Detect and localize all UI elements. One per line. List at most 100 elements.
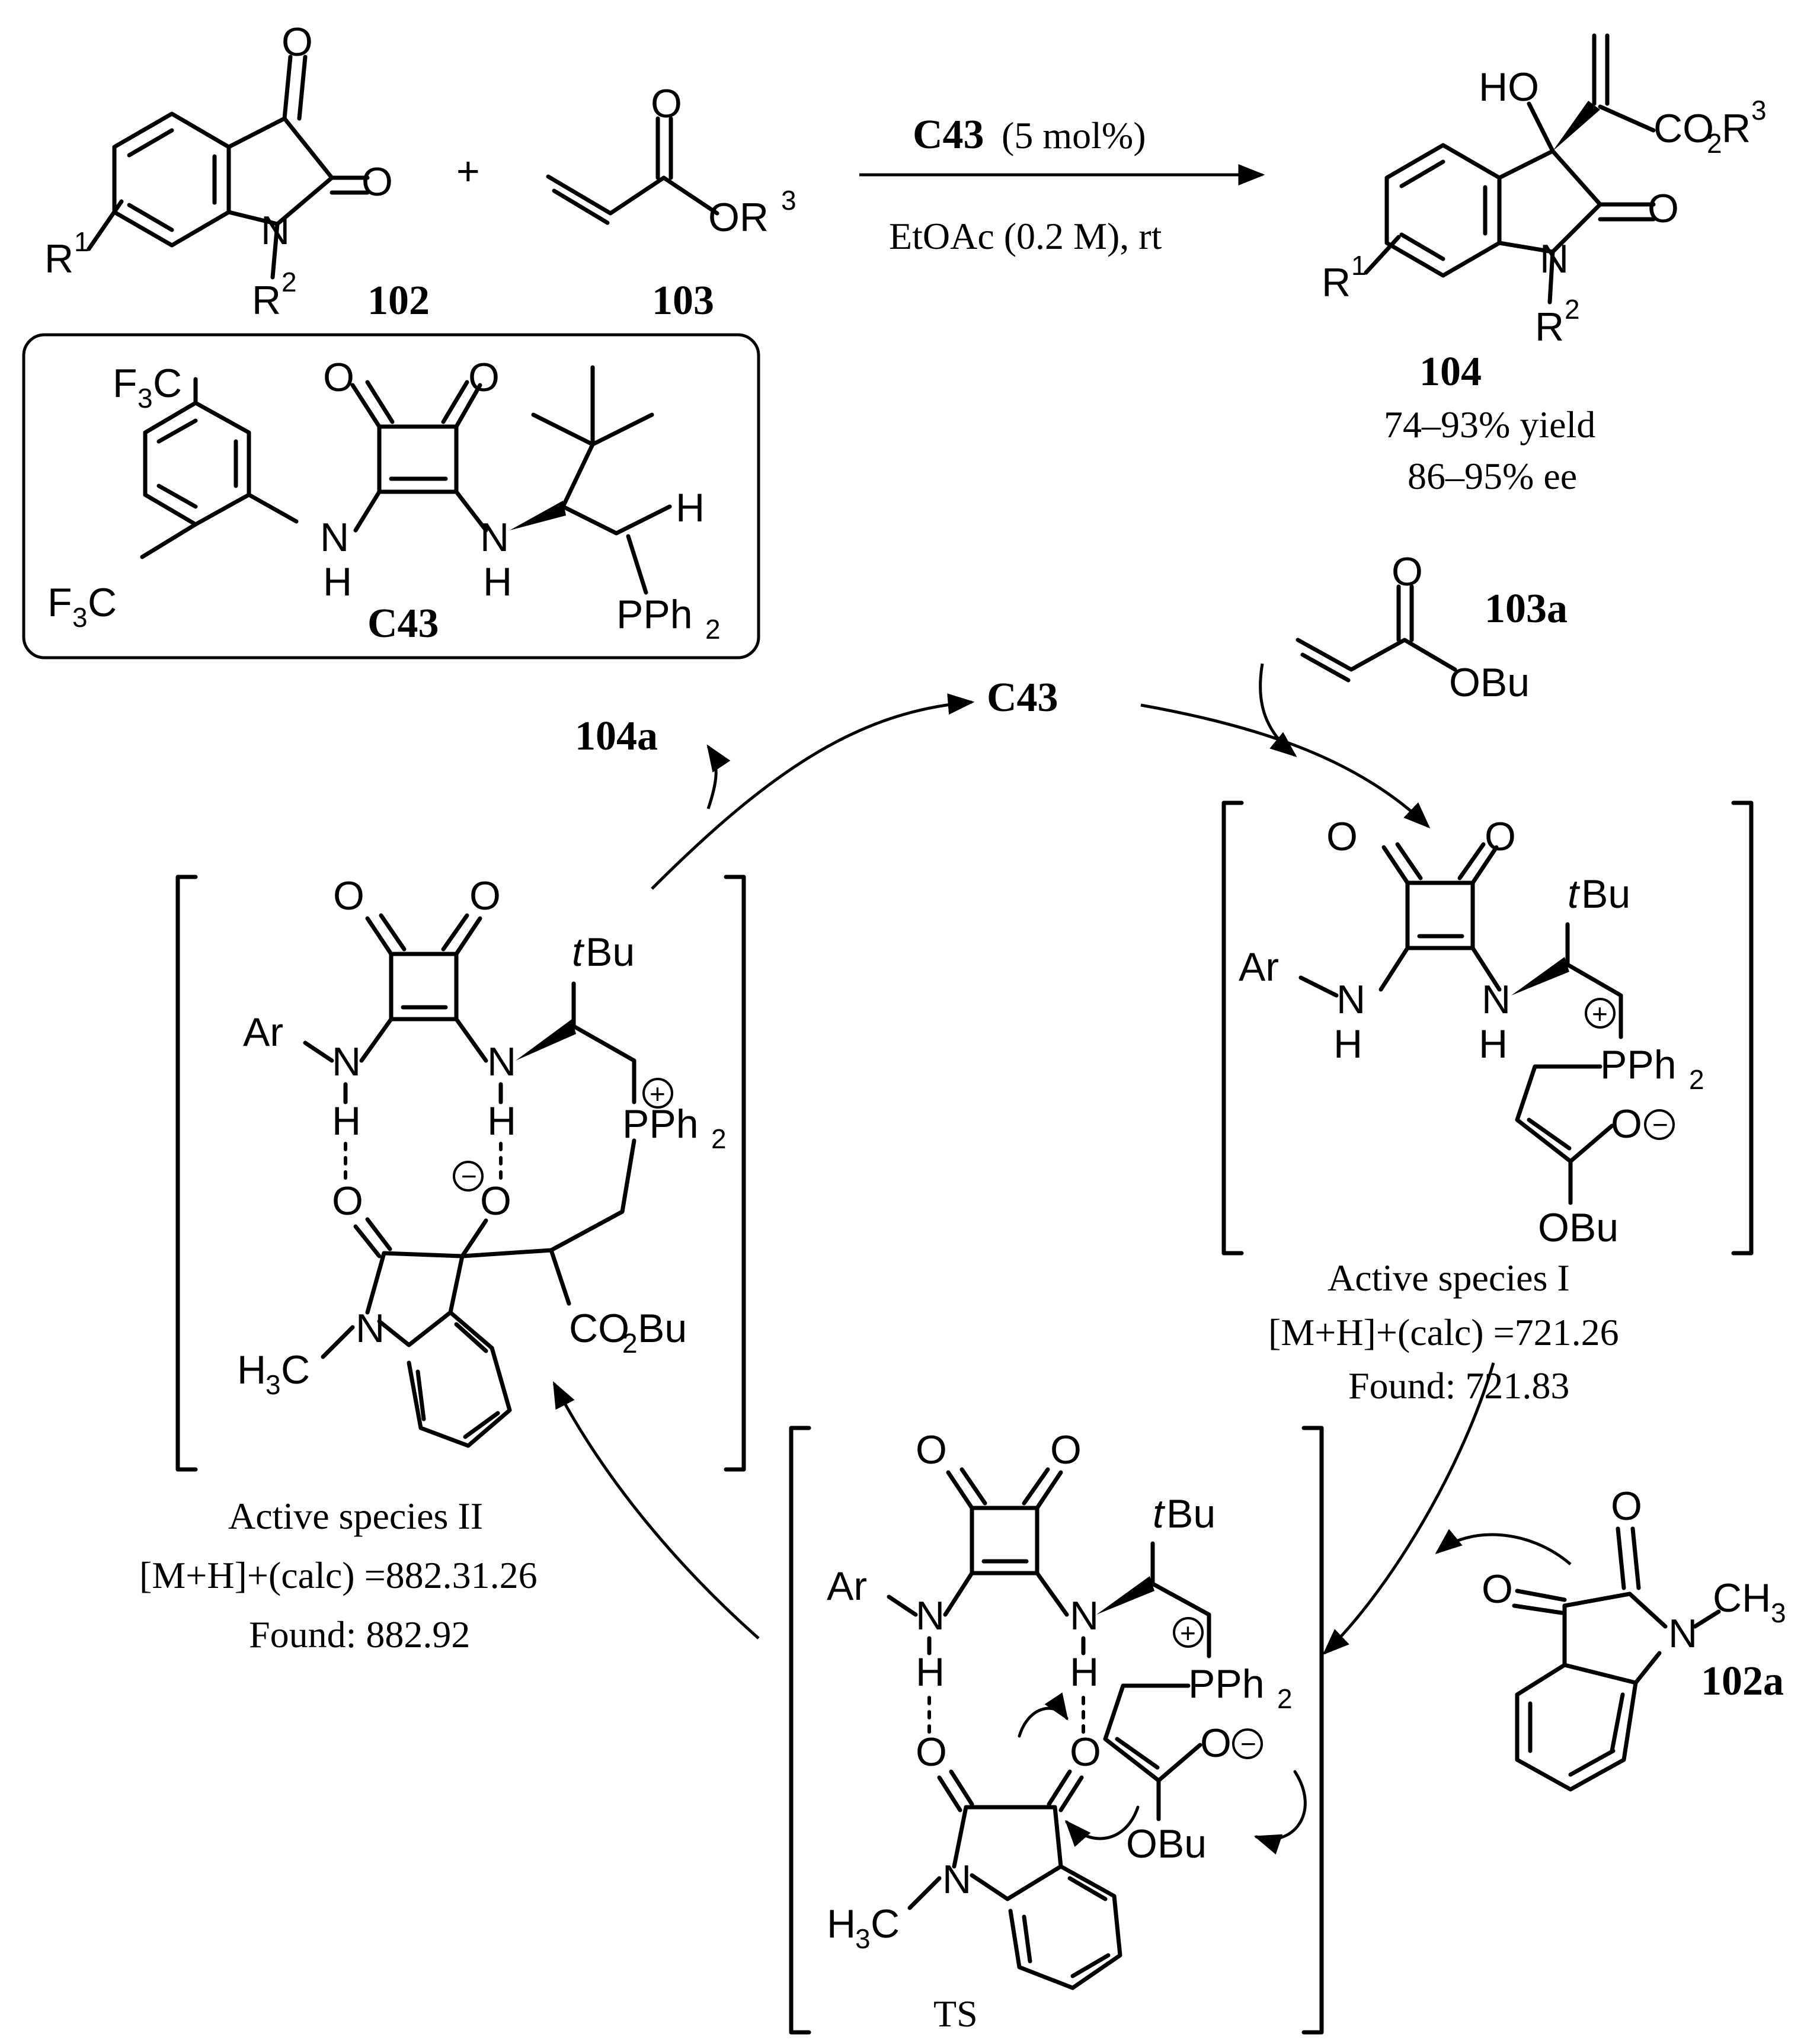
atom-o: O <box>916 1730 947 1775</box>
negative-charge: − <box>1652 1109 1668 1140</box>
co2r3-3: 3 <box>1751 95 1767 126</box>
obu-label: OBu <box>1126 1821 1207 1866</box>
atom-n: N <box>1668 1611 1697 1656</box>
pph2-pph: PPh <box>1600 1042 1677 1087</box>
r1-sup: 1 <box>74 226 89 257</box>
pph2-2: 2 <box>1689 1064 1704 1095</box>
atom-n: N <box>356 1306 385 1351</box>
atom-o: O <box>282 20 313 65</box>
atom-h: H <box>487 1099 516 1144</box>
atom-o: O <box>1648 186 1679 231</box>
ee-text: 86–95% ee <box>1408 455 1577 497</box>
co2bu-bu: Bu <box>638 1306 687 1351</box>
h3c-3: 3 <box>855 1923 871 1954</box>
release-arrow-104a <box>706 744 731 809</box>
ar-label: Ar <box>827 1564 867 1609</box>
f3c-c: C <box>88 580 117 625</box>
cycle-label-104a: 104a <box>575 713 658 759</box>
pph2-2: 2 <box>1277 1683 1293 1714</box>
atom-h: H <box>676 485 705 530</box>
atom-o: O <box>362 159 393 204</box>
negative-charge: − <box>461 1161 477 1192</box>
atom-n: N <box>1482 977 1511 1022</box>
pph2-pph: PPh <box>1188 1661 1265 1706</box>
ts-label: TS <box>933 1993 978 2035</box>
atom-o: O <box>468 355 500 400</box>
obu-label: OBu <box>1449 660 1530 705</box>
tbu-bu: Bu <box>1581 872 1630 917</box>
cycle-arrow-to-species-i <box>1140 703 1431 829</box>
atom-o: O <box>323 355 354 400</box>
atom-n: N <box>1540 236 1569 281</box>
catalyst-c43-box: F 3 C F 3 C O O N H N H H PPh 2 C43 <box>22 333 760 659</box>
tbu-t: t <box>1568 872 1581 917</box>
h3c-c: C <box>281 1347 310 1392</box>
product-104: HO CO 2 R 3 O N R 1 R 2 104 74–93% yield… <box>1322 33 1767 497</box>
conditions-solvent: EtOAc (0.2 M), rt <box>889 215 1162 257</box>
species-ii-ms-found: Found: 882.92 <box>249 1613 470 1655</box>
positive-charge: + <box>1592 998 1608 1029</box>
atom-n: N <box>942 1857 971 1902</box>
pph2-2: 2 <box>705 614 721 645</box>
atom-o: O <box>333 873 364 918</box>
cycle-arrow-to-c43 <box>651 693 975 890</box>
conditions-catalyst: C43 <box>913 112 984 158</box>
negative-charge: − <box>1240 1728 1256 1759</box>
ar-label: Ar <box>1239 944 1279 990</box>
atom-n: N <box>332 1039 361 1084</box>
h3c-h: H <box>237 1347 266 1392</box>
ar-label: Ar <box>243 1010 283 1055</box>
obu-label: OBu <box>1538 1205 1619 1250</box>
ho-label: HO <box>1479 65 1539 110</box>
h3c-3: 3 <box>266 1369 281 1400</box>
atom-h: H <box>483 559 512 604</box>
f3c-3: 3 <box>72 602 88 633</box>
atom-o: O <box>1070 1730 1101 1775</box>
active-species-i: O O Ar N H N H t Bu + PPh 2 O − OBu Acti… <box>1221 800 1754 1407</box>
compound-label-102: 102 <box>367 278 430 324</box>
atom-o: O <box>480 1179 511 1224</box>
f3c-3: 3 <box>137 383 153 414</box>
r2-label: R <box>252 278 281 323</box>
atom-n: N <box>261 208 290 253</box>
atom-h: H <box>332 1099 361 1144</box>
co2r3-2: 2 <box>1707 128 1722 159</box>
addition-arrow-103a <box>1259 663 1297 757</box>
r2-sup: 2 <box>282 267 297 297</box>
atom-o: O <box>1326 814 1358 859</box>
atom-h: H <box>323 559 352 604</box>
tbu-bu: Bu <box>1166 1491 1216 1536</box>
pph2-pph: PPh <box>616 592 693 637</box>
atom-o: O <box>332 1179 363 1224</box>
atom-o: O <box>1611 1484 1642 1529</box>
co2r3-co: CO <box>1653 106 1714 151</box>
species-i-ms-found: Found: 721.83 <box>1348 1365 1569 1407</box>
r1-sup: 1 <box>1351 250 1367 281</box>
acrylate-103: O OR 3 103 <box>546 81 797 324</box>
addition-arrow-102a <box>1435 1529 1572 1565</box>
conditions-loading: (5 mol%) <box>1002 114 1146 156</box>
compound-label-103a: 103a <box>1485 586 1568 632</box>
compound-label-102a: 102a <box>1701 1658 1784 1704</box>
atom-o: O <box>1050 1427 1082 1472</box>
plus-sign: + <box>456 149 480 194</box>
tbu-bu: Bu <box>586 930 635 975</box>
compound-label-103: 103 <box>652 278 714 324</box>
r2-sup: 2 <box>1565 294 1580 325</box>
atom-o: O <box>1200 1721 1232 1766</box>
species-i-ms-calc: [M+H]+(calc) =721.26 <box>1268 1311 1619 1353</box>
atom-n: N <box>320 515 349 560</box>
tbu-t: t <box>572 930 585 975</box>
compound-label-104: 104 <box>1419 349 1482 395</box>
atom-n: N <box>1070 1593 1099 1638</box>
r1-label: R <box>44 236 73 281</box>
atom-o: O <box>1482 1567 1513 1612</box>
tbu-t: t <box>1153 1491 1166 1536</box>
species-ii-name: Active species II <box>228 1495 483 1537</box>
atom-o: O <box>1485 814 1516 859</box>
atom-o: O <box>651 81 682 126</box>
co2bu-co: CO <box>569 1306 629 1351</box>
yield-text: 74–93% yield <box>1384 404 1595 446</box>
co2r3-r: R <box>1722 106 1751 151</box>
